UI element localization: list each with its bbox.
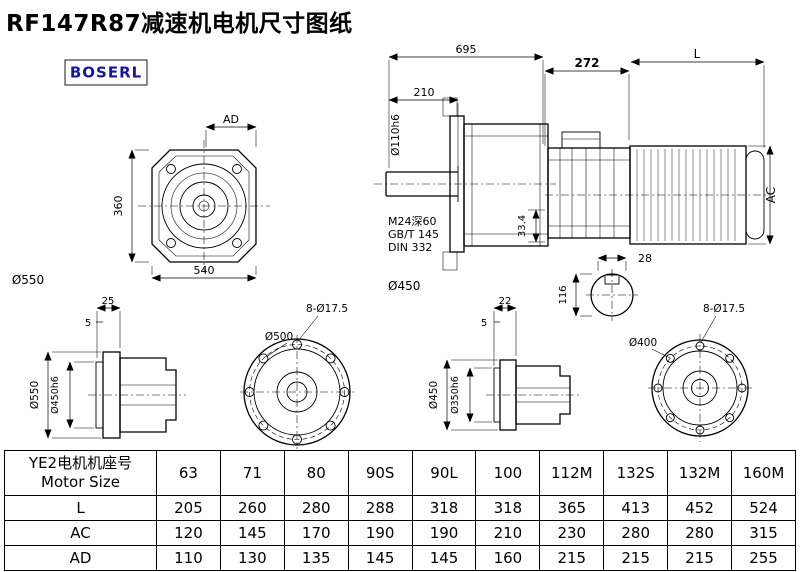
cell: 524 xyxy=(731,494,796,521)
dim-116-label: 116 xyxy=(558,285,569,304)
frame-size-90L: 90L xyxy=(411,450,477,496)
front-view: AD 360 540 Ø550 xyxy=(12,113,270,287)
cell: 280 xyxy=(667,519,733,546)
cell: 110 xyxy=(156,544,221,571)
dim-5-label: 5 xyxy=(85,318,91,329)
cell: 413 xyxy=(603,494,669,521)
shaft-end-view: 116 28 xyxy=(558,252,652,321)
motor-size-header-cn: YE2电机机座号 xyxy=(28,454,133,472)
cell: 145 xyxy=(411,544,477,571)
dim-holes-450-label: 8-Ø17.5 xyxy=(703,303,745,315)
overall-dimensions: 695 272 L xyxy=(388,43,765,168)
cell: 215 xyxy=(539,544,605,571)
standard-din-label: DIN 332 xyxy=(388,241,432,254)
cell: 318 xyxy=(411,494,477,521)
dim-L-label: L xyxy=(694,47,701,61)
table-row-L: L 205 260 280 288 318 318 365 413 452 52… xyxy=(4,494,796,521)
dim-500-label: Ø500 xyxy=(265,331,293,343)
technical-drawing: BOSERL 695 272 L xyxy=(12,43,778,449)
dim-AC-label: AC xyxy=(764,187,778,203)
table-row-AC: AC 120 145 170 190 190 210 230 280 280 3… xyxy=(4,519,796,546)
dim-28-label: 28 xyxy=(638,252,652,265)
cell: 255 xyxy=(731,544,796,571)
cell: 190 xyxy=(411,519,477,546)
cell: 130 xyxy=(219,544,285,571)
cell: 318 xyxy=(475,494,541,521)
dim-33-4-label: 33.4 xyxy=(517,215,528,237)
cell: 205 xyxy=(156,494,221,521)
motor-view: AC xyxy=(545,131,778,245)
dim-272-label: 272 xyxy=(574,56,599,70)
table-row-AD: AD 110 130 135 145 145 160 215 215 215 2… xyxy=(4,544,796,571)
frame-size-63: 63 xyxy=(156,450,221,496)
dim-450h6-label: Ø450h6 xyxy=(50,376,61,414)
cell: 288 xyxy=(347,494,413,521)
cell: 145 xyxy=(347,544,413,571)
frame-size-112M: 112M xyxy=(539,450,605,496)
flange-side-view-450: 22 5 Ø450 Ø350h6 xyxy=(428,296,580,431)
motor-size-header: YE2电机机座号 Motor Size xyxy=(4,450,157,496)
brand-text: BOSERL xyxy=(70,64,142,82)
frame-size-100: 100 xyxy=(475,450,541,496)
cell: 230 xyxy=(539,519,605,546)
frame-size-90S: 90S xyxy=(347,450,413,496)
row-label-AC: AC xyxy=(4,519,157,546)
dim-25-label: 25 xyxy=(102,296,115,307)
dim-400-label: Ø400 xyxy=(629,337,657,349)
cell: 170 xyxy=(283,519,349,546)
brand-logo: BOSERL xyxy=(64,59,148,86)
cell: 365 xyxy=(539,494,605,521)
cell: 215 xyxy=(603,544,669,571)
standard-gbt-label: GB/T 145 xyxy=(388,228,439,241)
cell: 160 xyxy=(475,544,541,571)
dim-AD-label: AD xyxy=(223,113,239,126)
frame-size-80: 80 xyxy=(283,450,349,496)
motor-dimension-table: YE2电机机座号 Motor Size 63 71 80 90S 90L 100… xyxy=(4,450,796,571)
row-label-AD: AD xyxy=(4,544,157,571)
cell: 215 xyxy=(667,544,733,571)
cell: 280 xyxy=(603,519,669,546)
cell: 210 xyxy=(475,519,541,546)
row-label-L: L xyxy=(4,494,157,521)
dim-360-label: 360 xyxy=(112,196,125,217)
cell: 135 xyxy=(283,544,349,571)
dim-450-od-label: Ø450 xyxy=(428,381,440,409)
frame-size-132M: 132M xyxy=(667,450,733,496)
dim-22-label: 22 xyxy=(499,296,512,307)
cell: 280 xyxy=(283,494,349,521)
page-title: RF147R87减速机电机尺寸图纸 xyxy=(6,11,353,37)
cell: 315 xyxy=(731,519,796,546)
frame-size-71: 71 xyxy=(219,450,285,496)
cell: 190 xyxy=(347,519,413,546)
cell: 120 xyxy=(156,519,221,546)
dim-550-label: Ø550 xyxy=(12,273,44,287)
dim-shaft-dia-label: Ø110h6 xyxy=(390,114,402,156)
flange-face-view-550: Ø500 8-Ø17.5 xyxy=(240,303,354,449)
frame-size-160M: 160M xyxy=(731,450,796,496)
cell: 452 xyxy=(667,494,733,521)
motor-size-header-en: Motor Size xyxy=(41,472,120,491)
dim-550-od-label: Ø550 xyxy=(29,381,41,409)
dim-450-label: Ø450 xyxy=(388,279,420,293)
flange-face-view-450: 8-Ø17.5 Ø400 xyxy=(629,303,752,442)
cell: 145 xyxy=(219,519,285,546)
dim-210-label: 210 xyxy=(414,86,435,99)
dim-holes-550-label: 8-Ø17.5 xyxy=(306,303,348,315)
dim-540-label: 540 xyxy=(194,264,215,277)
dim-695-label: 695 xyxy=(456,43,477,56)
side-view: 210 Ø110h6 M24深60 GB/T 145 DIN 332 33.4 … xyxy=(374,86,556,293)
cell: 260 xyxy=(219,494,285,521)
flange-side-view-550: 25 5 Ø550 Ø450h6 xyxy=(29,296,186,439)
dim-5b-label: 5 xyxy=(481,318,487,329)
frame-size-132S: 132S xyxy=(603,450,669,496)
table-header-row: YE2电机机座号 Motor Size 63 71 80 90S 90L 100… xyxy=(4,450,796,496)
thread-spec-label: M24深60 xyxy=(388,215,437,228)
dim-350h6-label: Ø350h6 xyxy=(450,376,461,414)
